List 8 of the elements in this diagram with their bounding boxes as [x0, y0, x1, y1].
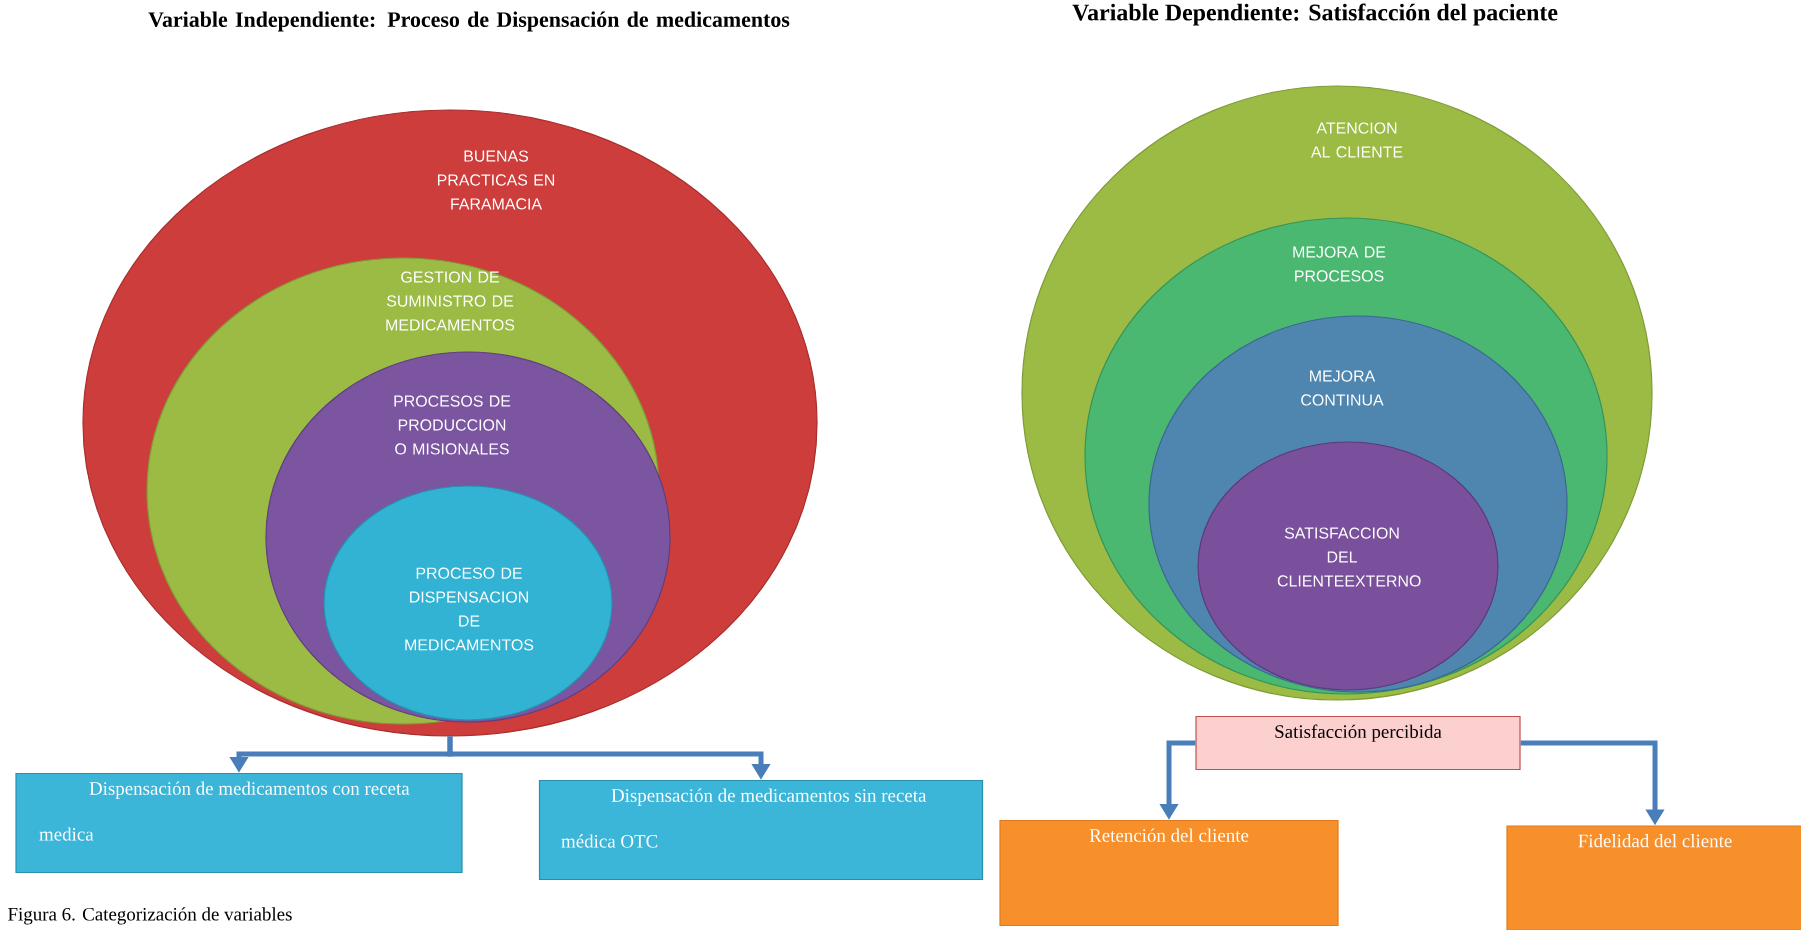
- text-box: Dispensación de medicamentos sin receta médica OTC: [538, 779, 984, 881]
- caption: Figura 6. Categorización de variables: [8, 907, 292, 925]
- text-box: Dispensación de medicamentos con receta medica: [15, 772, 463, 874]
- title: Variable Dependiente: Satisfacción del paciente: [1072, 3, 1558, 26]
- text-box: Retención del cliente: [999, 819, 1339, 927]
- text-box: Fidelidad del cliente: [1506, 825, 1801, 930]
- title: Variable Independiente: Proceso de Dispensación de medicamentos: [148, 11, 790, 32]
- text-box: Satisfacción percibida: [1195, 715, 1521, 771]
